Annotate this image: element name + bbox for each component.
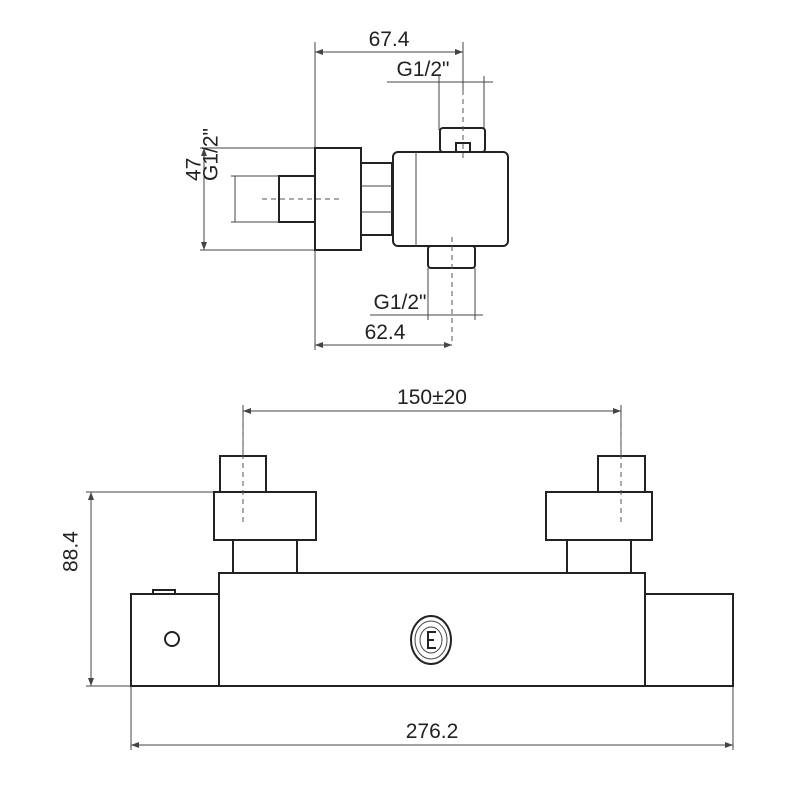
side-view: 67.4 G1/2" 47 G1/2" G1/2" 62.4 [182, 28, 509, 350]
dim-label-150: 150±20 [397, 386, 467, 409]
dim-label-276-2: 276.2 [406, 720, 459, 743]
dim-label-62-4: 62.4 [365, 321, 406, 344]
dim-label-88-4: 88.4 [60, 531, 83, 572]
front-view: 150±20 88.4 276.2 [60, 386, 734, 750]
handle-indicator-icon [164, 631, 180, 647]
left-inlet-flange [213, 491, 317, 541]
right-inlet-flange [545, 491, 653, 541]
handle-stop-button [152, 589, 176, 595]
right-inlet-neck [566, 539, 632, 574]
dim-label-top-thread: G1/2" [397, 58, 450, 81]
hex-nut [360, 162, 393, 236]
dim-label-left-thread: G1/2" [200, 128, 223, 181]
valve-body-side [392, 151, 509, 247]
dim-label-bottom-thread: G1/2" [374, 291, 427, 314]
right-handle-flow [644, 593, 734, 687]
dim-label-67-4: 67.4 [369, 28, 410, 51]
outlet-connector-icon [410, 615, 452, 665]
left-inlet-neck [232, 539, 298, 574]
dim-label-47: 47 [182, 158, 205, 181]
